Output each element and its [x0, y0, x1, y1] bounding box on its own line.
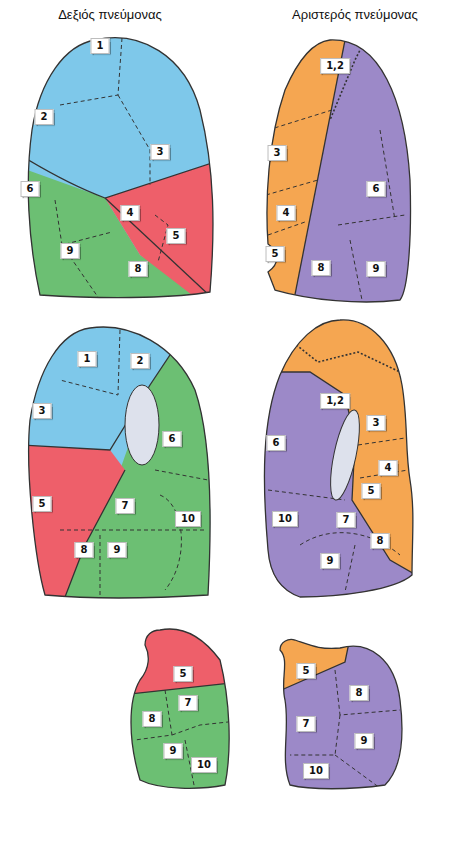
segment-borders: [135, 690, 228, 790]
segment-number: 3: [367, 415, 386, 431]
segment-number: 8: [312, 260, 331, 276]
segment-number: 5: [33, 496, 52, 512]
segment-number: 5: [362, 483, 381, 499]
right-lung-medial: [0, 310, 240, 610]
upper-lobe: [0, 20, 240, 320]
segment-number: 9: [61, 243, 80, 259]
segment-number: 8: [350, 685, 369, 701]
segment-number: 4: [379, 460, 398, 476]
segment-number: 9: [355, 733, 374, 749]
segment-number: 2: [131, 353, 150, 369]
segment-number: 6: [21, 181, 40, 197]
fissure: [270, 628, 352, 695]
lung-heading: Αριστερός πνεύμονας: [292, 7, 418, 22]
right-lung-base: [120, 615, 240, 800]
lung-outline: [280, 639, 402, 788]
segment-number: 5: [266, 246, 285, 262]
segment-number: 3: [33, 403, 52, 419]
left-lung-medial: [250, 300, 430, 615]
segment-number: 9: [367, 261, 386, 277]
segment-number: 3: [268, 145, 287, 161]
lung-outline: [267, 40, 411, 302]
segment-number: 7: [297, 716, 316, 732]
middle-lobe: [20, 445, 125, 610]
segment-number: 5: [174, 666, 193, 682]
segment-number: 1: [78, 351, 97, 367]
segment-number: 5: [297, 663, 316, 679]
segment-borders: [290, 670, 400, 788]
lung-outline: [28, 38, 213, 298]
segment-number: 10: [175, 511, 201, 527]
fissures: [25, 158, 215, 296]
left-lung-base: [270, 628, 410, 800]
segment-borders: [60, 330, 208, 595]
lung-outline: [131, 629, 229, 788]
left-lung-lateral: [250, 20, 430, 320]
segment-number: 5: [167, 228, 186, 244]
segment-number: 6: [367, 181, 386, 197]
segment-number: 10: [272, 511, 298, 527]
lung-outline: [264, 320, 412, 597]
middle-lobe: [105, 162, 225, 305]
segment-number: 10: [303, 763, 329, 779]
fissures: [20, 340, 190, 610]
segment-number: 9: [164, 743, 183, 759]
segment-number: 6: [163, 431, 182, 447]
segment-number: 8: [371, 533, 390, 549]
segment-number: 3: [151, 144, 170, 160]
segment-number: 8: [143, 711, 162, 727]
hilum: [125, 385, 159, 465]
segment-number: 1: [91, 38, 110, 54]
segment-number: 1,2: [320, 58, 350, 74]
segment-borders: [266, 40, 405, 300]
segment-number: 1,2: [320, 393, 350, 409]
segment-number: 8: [129, 261, 148, 277]
segment-number: 9: [321, 553, 340, 569]
segment-number: 8: [75, 542, 94, 558]
upper-lobe: [270, 628, 352, 695]
lower-lobe: [290, 30, 430, 320]
lower-lobe: [255, 372, 425, 615]
segment-number: 7: [337, 512, 356, 528]
segment-number: 7: [179, 695, 198, 711]
segment-number: 6: [267, 435, 286, 451]
right-lung-lateral: [0, 20, 240, 320]
segment-number: 9: [108, 542, 127, 558]
lung-outline: [29, 327, 211, 598]
segment-number: 4: [121, 205, 140, 221]
segment-number: 2: [35, 109, 54, 125]
segment-borders: [55, 38, 168, 300]
segment-number: 7: [116, 498, 135, 514]
lung-heading: Δεξιός πνεύμονας: [58, 7, 162, 22]
segment-number: 4: [277, 205, 296, 221]
upper-lobe: [250, 20, 430, 320]
fissure: [255, 372, 425, 580]
segment-number: 10: [191, 757, 217, 773]
upper-lobe: [0, 310, 240, 610]
hilum: [325, 408, 366, 503]
